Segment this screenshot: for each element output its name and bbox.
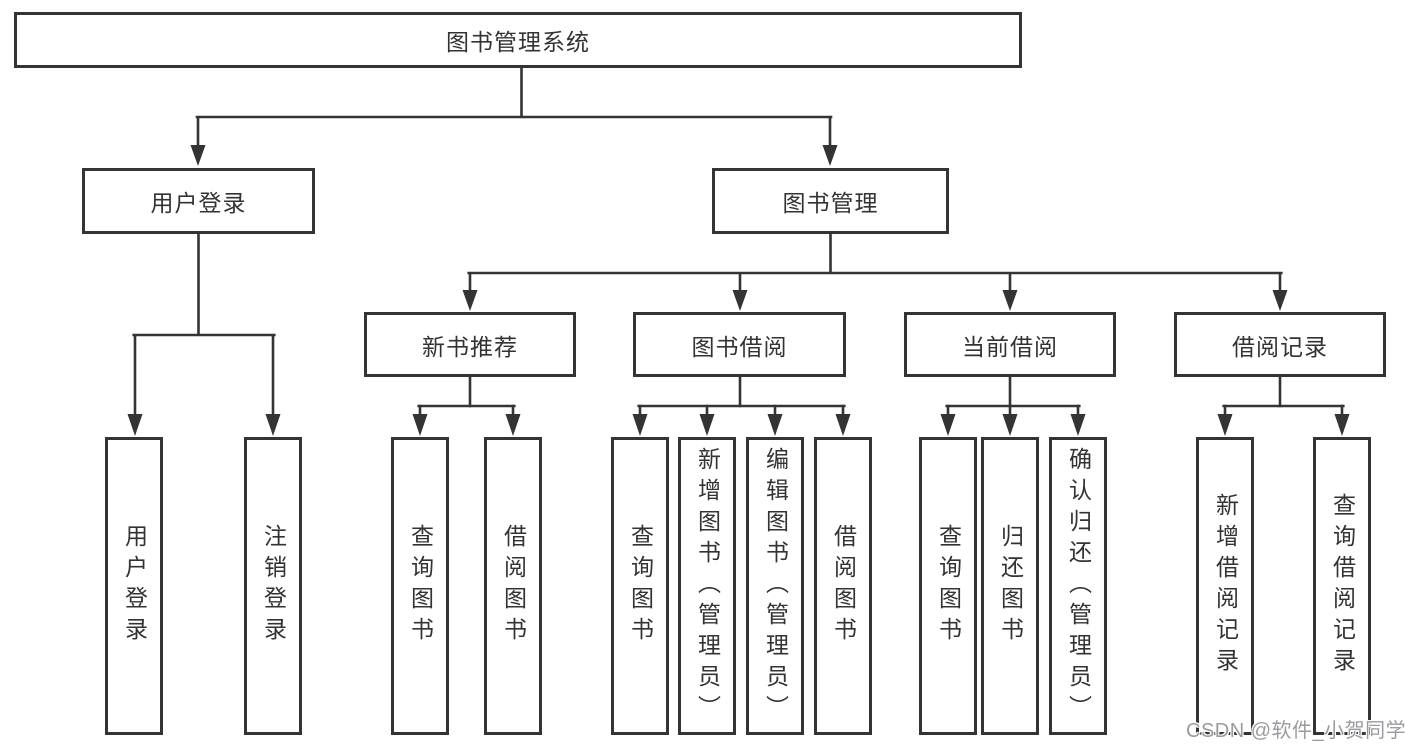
leaf-query-books-current: 查询图书 — [919, 437, 977, 735]
node-label: 新书推荐 — [422, 333, 518, 360]
leaf-return-books: 归还图书 — [981, 437, 1039, 735]
node-label: 当前借阅 — [962, 333, 1058, 360]
node-book-borrowing: 图书借阅 — [633, 312, 846, 377]
leaf-label: 查询图书 — [627, 524, 654, 648]
leaf-query-books-borrowing: 查询图书 — [611, 437, 669, 735]
leaf-add-borrow-record: 新增借阅记录 — [1196, 437, 1254, 735]
leaf-label: 借阅图书 — [830, 524, 857, 648]
leaf-label: 查询图书 — [935, 524, 962, 648]
csdn-watermark: CSDN @软件_小贺同学 — [1186, 720, 1405, 742]
leaf-label: 新增图书（管理员） — [694, 446, 721, 726]
leaf-confirm-return-admin: 确认归还（管理员） — [1049, 437, 1107, 735]
node-new-book-recommendation: 新书推荐 — [364, 312, 576, 377]
leaf-borrow-books-recommend: 借阅图书 — [484, 437, 542, 735]
leaf-label: 新增借阅记录 — [1212, 493, 1239, 679]
node-book-management: 图书管理 — [712, 168, 949, 234]
leaf-label: 查询借阅记录 — [1329, 493, 1356, 679]
leaf-edit-books-admin: 编辑图书（管理员） — [746, 437, 804, 735]
node-label: 图书管理 — [782, 190, 879, 216]
leaf-user-login: 用户登录 — [105, 437, 163, 735]
node-label: 图书借阅 — [691, 333, 788, 360]
node-user-login: 用户登录 — [82, 168, 315, 234]
leaf-label: 确认归还（管理员） — [1065, 446, 1092, 726]
leaf-logout-login: 注销登录 — [244, 437, 302, 735]
node-library-management-system: 图书管理系统 — [14, 12, 1022, 68]
node-borrowing-records: 借阅记录 — [1174, 312, 1386, 377]
leaf-query-books-recommend: 查询图书 — [391, 437, 449, 735]
leaf-label: 归还图书 — [997, 524, 1024, 648]
node-current-borrowing: 当前借阅 — [904, 312, 1116, 377]
leaf-label: 借阅图书 — [500, 524, 527, 648]
leaf-label: 查询图书 — [407, 524, 434, 648]
leaf-label: 编辑图书（管理员） — [762, 446, 789, 726]
leaf-query-borrow-record: 查询借阅记录 — [1313, 437, 1371, 735]
node-label: 用户登录 — [150, 190, 247, 216]
leaf-add-books-admin: 新增图书（管理员） — [678, 437, 736, 735]
leaf-borrow-books: 借阅图书 — [814, 437, 872, 735]
node-label: 图书管理系统 — [446, 29, 590, 55]
leaf-label: 注销登录 — [260, 524, 287, 648]
leaf-label: 用户登录 — [121, 524, 148, 648]
node-label: 借阅记录 — [1232, 333, 1328, 360]
